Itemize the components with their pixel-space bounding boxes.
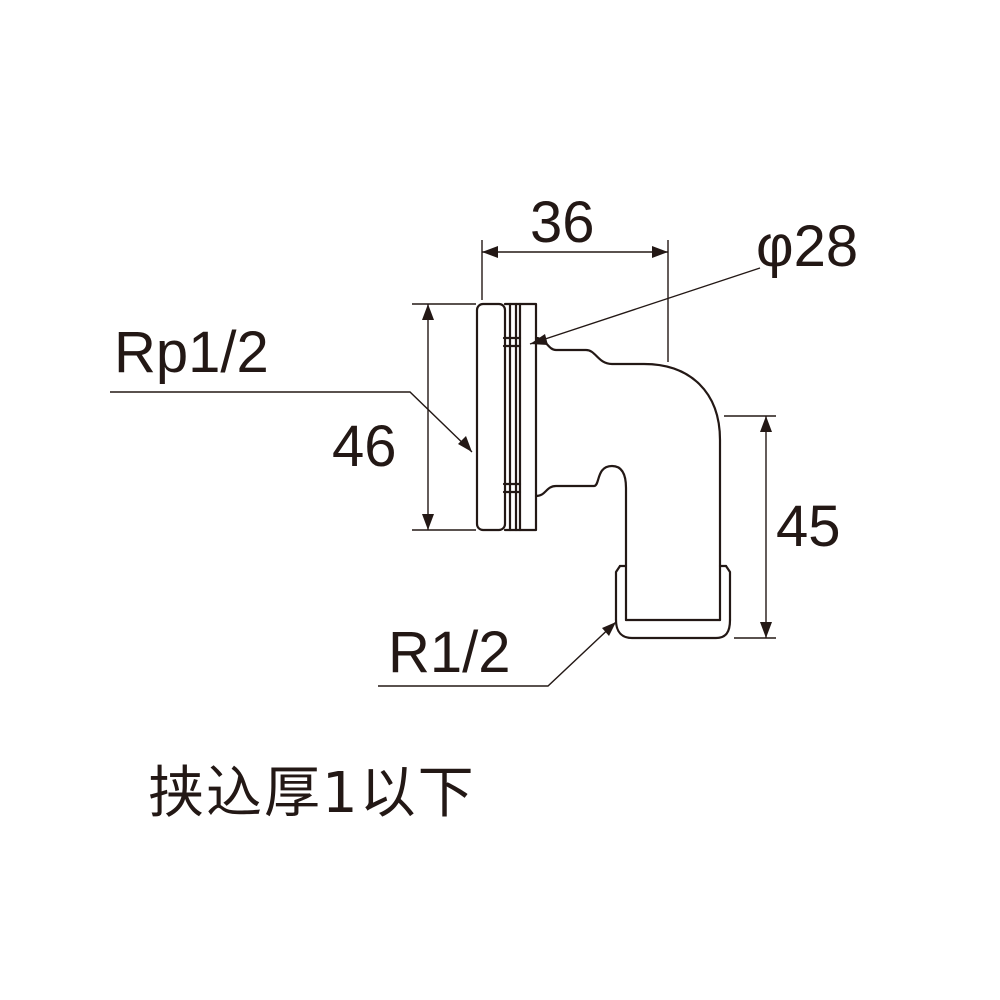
outlet-height-dimension-label: 45 [776,494,841,559]
clamp-plate-edge [503,302,522,532]
width-dimension-label: 36 [530,190,595,255]
outlet-thread-label: R1/2 [388,620,511,685]
clamp-thickness-note: 挟込厚1以下 [148,761,476,826]
dimension-diameter: φ28 [529,214,858,345]
dimension-outlet-height: 45 [724,415,841,639]
flange-height-dimension-label: 46 [332,414,397,479]
inlet-thread-label: Rp1/2 [114,320,269,385]
dimension-width: 36 [481,190,669,362]
diameter-dimension-label: φ28 [756,214,858,279]
lock-nut [518,302,538,532]
dimension-flange-height: 46 [332,303,476,531]
elbow-fitting [475,302,732,640]
flange-plate [475,302,507,532]
inlet-thread-callout: Rp1/2 [110,320,473,453]
outlet-thread-callout: R1/2 [378,620,617,687]
elbow-body-outline [534,336,722,568]
outlet-thread [614,564,732,640]
elbow-body-inner [534,464,628,568]
nut-notch [502,336,522,494]
